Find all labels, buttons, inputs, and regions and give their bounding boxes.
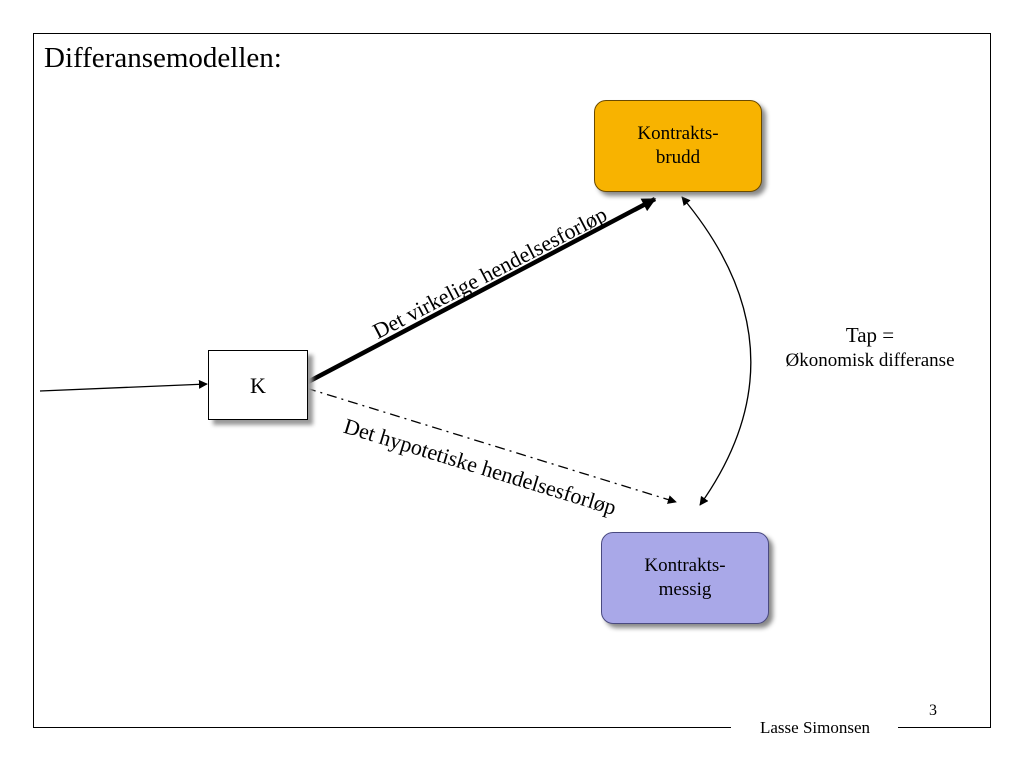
incoming-arrow — [39, 379, 208, 392]
node-kontraktsbrudd: Kontrakts- brudd — [594, 100, 762, 192]
footer-line-right — [898, 727, 990, 728]
node-kontraktsbrudd-label: Kontrakts- brudd — [637, 123, 719, 168]
node-kontraktsmessig-label: Kontrakts- messig — [644, 555, 726, 600]
difference-arc — [681, 196, 752, 506]
footer-line-left — [33, 727, 731, 728]
hypothetical-course-arrow — [305, 387, 677, 504]
node-kontraktsmessig: Kontrakts- messig — [601, 532, 769, 624]
slide-frame — [33, 33, 991, 728]
slide-title: Differansemodellen: — [44, 42, 282, 74]
loss-label: Tap = Økonomisk differanse — [760, 322, 980, 374]
page-number: 3 — [929, 702, 937, 719]
node-k-label: K — [250, 373, 266, 398]
loss-label-line1: Tap = — [845, 323, 895, 347]
node-k: K — [208, 350, 308, 420]
author-footer: Lasse Simonsen — [759, 718, 871, 737]
actual-course-arrow — [304, 197, 657, 385]
loss-label-line2: Økonomisk differanse — [785, 350, 955, 371]
